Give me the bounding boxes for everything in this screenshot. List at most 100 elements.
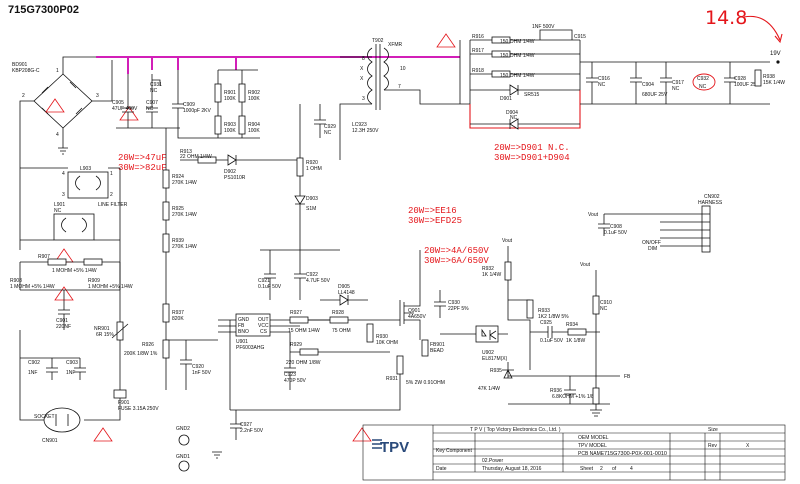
svg-text:FUSE 3.15A 250V: FUSE 3.15A 250V — [118, 406, 159, 412]
svg-text:C927: C927 — [240, 422, 252, 428]
svg-text:4: 4 — [56, 132, 59, 138]
svg-text:R931: R931 — [386, 376, 398, 382]
svg-text:XFMR: XFMR — [388, 42, 403, 48]
svg-text:C925: C925 — [540, 320, 552, 326]
c927: C927 2.2nF 50V — [230, 410, 264, 440]
svg-text:Vout: Vout — [588, 212, 599, 218]
svg-text:15K 1/4W: 15K 1/4W — [763, 80, 785, 86]
svg-text:C930: C930 — [448, 300, 460, 306]
svg-text:15 OHM 1/4W: 15 OHM 1/4W — [288, 328, 320, 334]
svg-text:CN901: CN901 — [42, 438, 58, 444]
svg-text:C904: C904 — [642, 82, 654, 88]
svg-text:NC: NC — [150, 88, 158, 94]
svg-text:D902: D902 — [224, 169, 236, 175]
svg-text:1 MOHM +5% 1/4W: 1 MOHM +5% 1/4W — [52, 268, 97, 274]
mosfet: Q901 4A650V C930 22PF 5% FB901 BEAD R931… — [229, 250, 469, 411]
svg-text:R938: R938 — [763, 74, 775, 80]
svg-text:4.7UF 50V: 4.7UF 50V — [306, 278, 331, 284]
x-cap-discharge: R907 1 MOHM +5% 1/4W R908 1 MOHM +5% 1/4… — [10, 254, 133, 330]
svg-text:150 OHM 1/4W: 150 OHM 1/4W — [500, 39, 535, 45]
svg-text:1K 1/4W: 1K 1/4W — [482, 272, 501, 278]
svg-text:BEAD: BEAD — [430, 348, 444, 354]
svg-text:NC: NC — [54, 208, 62, 214]
svg-text:R928: R928 — [332, 310, 344, 316]
svg-text:8: 8 — [362, 56, 365, 62]
svg-text:Rev: Rev — [708, 443, 717, 449]
svg-text:1NF 500V: 1NF 500V — [532, 24, 555, 30]
svg-text:F901: F901 — [118, 400, 130, 406]
svg-text:220 OHM 1/8W: 220 OHM 1/8W — [286, 360, 321, 366]
svg-text:1000pF 2KV: 1000pF 2KV — [183, 108, 211, 114]
svg-text:NC: NC — [598, 82, 606, 88]
svg-text:1: 1 — [110, 171, 113, 177]
svg-text:R924: R924 — [172, 174, 184, 180]
output-rectifiers: D901 SR515 D904 NC — [470, 84, 580, 130]
title-date: Thursday, August 18, 2016 — [482, 466, 542, 472]
svg-text:270K 1/4W: 270K 1/4W — [172, 212, 197, 218]
svg-text:1 OHM: 1 OHM — [306, 166, 322, 172]
svg-text:R903: R903 — [224, 122, 236, 128]
svg-text:Vout: Vout — [580, 262, 591, 268]
svg-text:3: 3 — [62, 192, 65, 198]
bd901-ref: BD901 — [12, 62, 28, 68]
snubber-resistors: R901 100K R902 100K R903 100K R904 100K — [214, 69, 260, 138]
svg-text:2: 2 — [22, 93, 25, 99]
svg-text:LL4148: LL4148 — [338, 290, 355, 296]
svg-text:C907: C907 — [146, 100, 158, 106]
note-mosfet-30w: 30W=>6A/650V — [424, 256, 489, 266]
svg-text:R934: R934 — [566, 322, 578, 328]
svg-text:R904: R904 — [248, 122, 260, 128]
ac-socket: SOCKET CN901 — [19, 390, 81, 444]
svg-text:GND2: GND2 — [176, 426, 190, 432]
svg-text:Size: Size — [708, 427, 718, 433]
c929: C929 NC — [314, 104, 336, 138]
note-cap-30w: 30W=>82uF — [118, 163, 167, 173]
svg-text:Key Component: Key Component — [436, 448, 472, 454]
svg-text:L901: L901 — [54, 202, 65, 208]
note-diode-30w: 30W=>D901+D904 — [494, 153, 570, 163]
svg-text:C905: C905 — [112, 100, 124, 106]
svg-text:R939: R939 — [172, 238, 184, 244]
input-caps: C905 47UF 400V C907 NC C931 NC — [112, 74, 180, 129]
bd901-value: KBP208G-C — [12, 68, 40, 74]
svg-text:C916: C916 — [598, 76, 610, 82]
svg-text:Date: Date — [436, 466, 447, 472]
svg-text:1K2 1/8W 5%: 1K2 1/8W 5% — [538, 314, 569, 320]
secondary-snubber: R916 150 OHM 1/4W R917 150 OHM 1/4W R918… — [459, 24, 586, 104]
svg-text:75 OHM: 75 OHM — [332, 328, 351, 334]
svg-text:470P 50V: 470P 50V — [284, 378, 307, 384]
svg-text:HARNESS: HARNESS — [698, 200, 723, 206]
svg-text:R932: R932 — [482, 266, 494, 272]
board-id: 715G7300P02 — [8, 4, 79, 16]
svg-text:PS1010R: PS1010R — [224, 175, 246, 181]
svg-text:Q901: Q901 — [408, 308, 420, 314]
note-cap-20w: 20W=>47uF — [118, 153, 167, 163]
svg-text:1K 1/8W: 1K 1/8W — [566, 338, 585, 344]
svg-text:DIM: DIM — [648, 246, 657, 252]
svg-text:C902: C902 — [28, 360, 40, 366]
svg-text:R927: R927 — [290, 310, 302, 316]
svg-text:R918: R918 — [472, 68, 484, 74]
pcb-name: 715G7300-P0X-001-0010 — [604, 451, 667, 457]
svg-text:PCB NAME: PCB NAME — [578, 451, 605, 457]
feedback-circuit: Vout R932 1K 1/4W R933 1K2 1/8W 5% C925 … — [440, 238, 631, 417]
svg-text:0.1uF 50V: 0.1uF 50V — [258, 284, 282, 290]
tpv-logo: TPV — [380, 439, 409, 456]
svg-text:2.2nF 50V: 2.2nF 50V — [240, 428, 264, 434]
svg-text:1 MOHM +5% 1/4W: 1 MOHM +5% 1/4W — [10, 284, 55, 290]
svg-text:R913: R913 — [180, 149, 192, 155]
svg-text:VCC: VCC — [258, 323, 269, 329]
svg-text:C923: C923 — [284, 372, 296, 378]
aux-supply: R913 22 OHM 1/4W D902 PS1010R R920 1 OHM… — [180, 104, 322, 250]
svg-text:NC: NC — [600, 306, 608, 312]
svg-text:R929: R929 — [290, 342, 302, 348]
svg-text:4A650V: 4A650V — [408, 314, 426, 320]
svg-text:150 OHM 1/4W: 150 OHM 1/4W — [500, 53, 535, 59]
svg-text:S1M: S1M — [306, 206, 316, 212]
svg-text:OEM MODEL: OEM MODEL — [578, 435, 609, 441]
note-xfmr-30w: 30W=>EFD25 — [408, 216, 462, 226]
svg-text:220NF: 220NF — [56, 324, 71, 330]
